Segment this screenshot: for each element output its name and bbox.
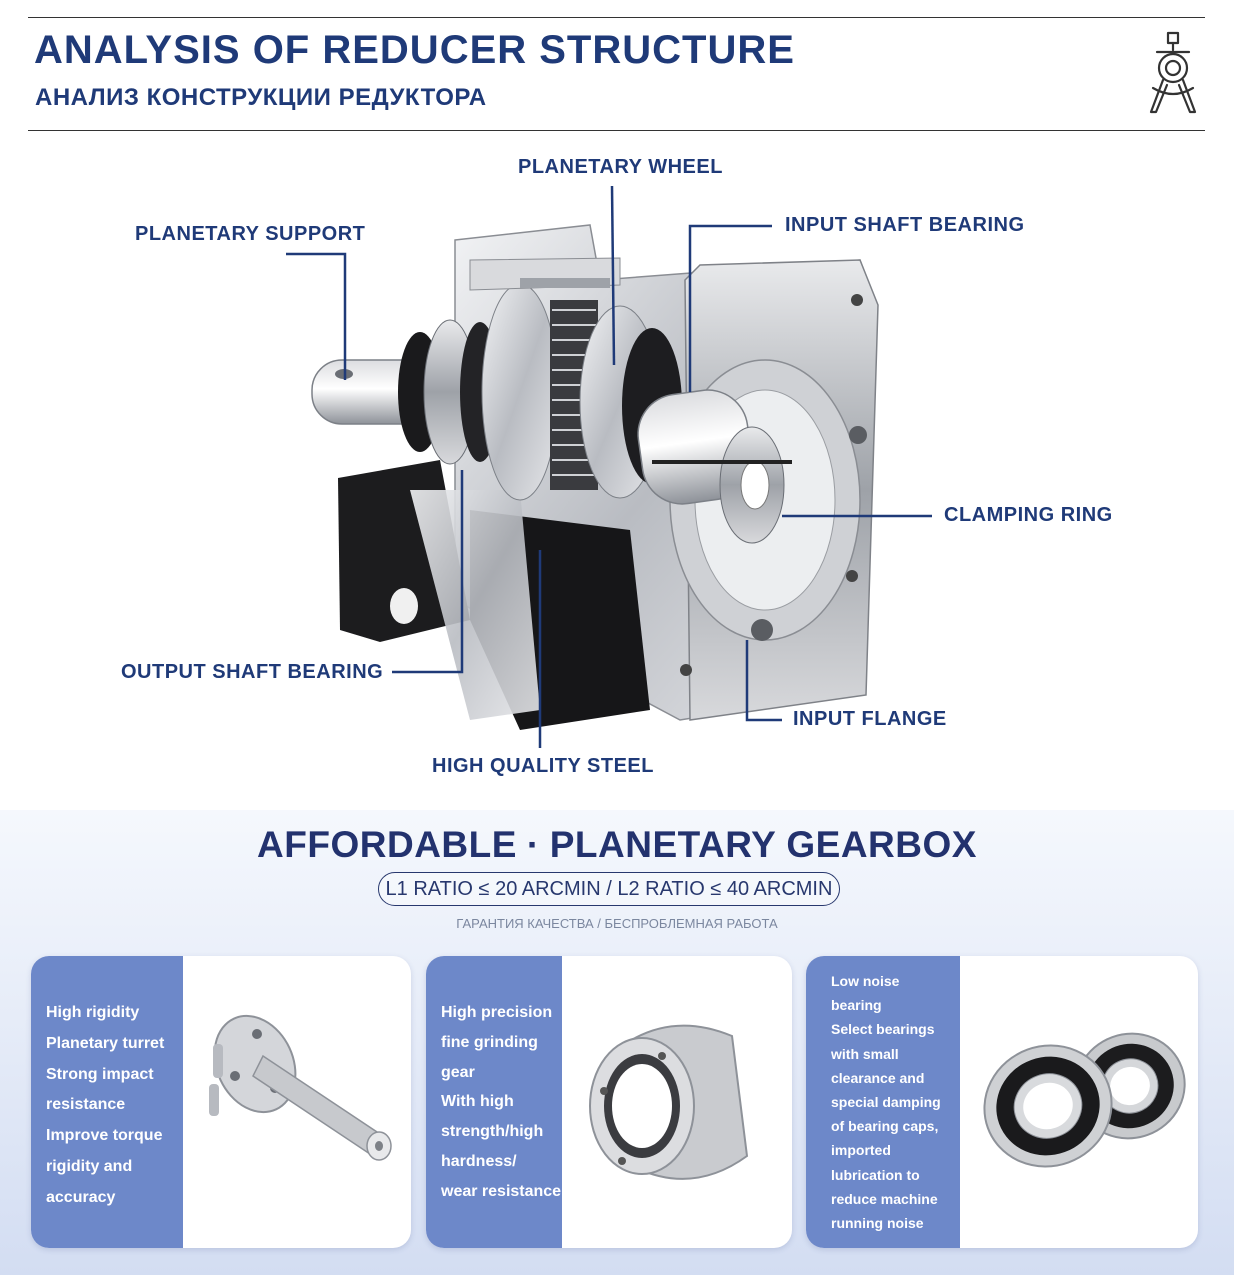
label-planetary-support: PLANETARY SUPPORT: [135, 223, 366, 245]
card-line: Select bearings: [831, 1021, 935, 1038]
card-text: Low noise bearing Select bearings with s…: [831, 969, 941, 1235]
card-line: High rigidity: [46, 1004, 140, 1021]
feature-card-bearing: Low noise bearing Select bearings with s…: [806, 956, 1198, 1248]
label-input-flange: INPUT FLANGE: [793, 708, 947, 730]
card-line: special damping: [831, 1094, 941, 1111]
card-line: reduce machine: [831, 1190, 938, 1207]
card-text: High precision fine grinding gear With h…: [441, 998, 561, 1207]
card-line: fine grinding: [441, 1033, 538, 1051]
label-planetary-wheel: PLANETARY WHEEL: [518, 156, 723, 178]
card-line: Planetary turret: [46, 1034, 165, 1052]
promo-section: AFFORDABLE·PLANETARY GEARBOX L1 RATIO ≤ …: [0, 810, 1234, 1275]
label-clamping-ring: CLAMPING RING: [944, 504, 1113, 526]
card-line: Strong impact: [46, 1065, 154, 1083]
card-line: hardness/: [441, 1152, 517, 1170]
card-line: accuracy: [46, 1188, 116, 1206]
card-line: wear resistance: [441, 1182, 562, 1200]
card-line: gear: [441, 1063, 475, 1081]
card-line: with small: [831, 1045, 899, 1062]
card-line: imported: [831, 1142, 891, 1159]
ring-gear-image: [589, 1024, 749, 1180]
card-line: rigidity and: [46, 1157, 133, 1175]
card-line: Improve torque: [46, 1127, 163, 1145]
label-output-shaft-bearing: OUTPUT SHAFT BEARING: [121, 661, 384, 683]
reducer-illustration: [286, 185, 932, 748]
card-line: of bearing caps,: [831, 1118, 939, 1135]
guarantee-text: ГАРАНТИЯ КАЧЕСТВА / БЕСПРОБЛЕМНАЯ РАБОТА: [456, 916, 778, 931]
feature-card-precision: High precision fine grinding gear With h…: [426, 956, 792, 1248]
card-line: bearing: [831, 997, 882, 1014]
page-title: ANALYSIS OF REDUCER STRUCTURE: [34, 28, 795, 72]
card-line: strength/high: [441, 1123, 544, 1141]
reducer-diagram: PLANETARY WHEEL PLANETARY SUPPORT INPUT …: [0, 130, 1234, 810]
card-line: lubrication to: [831, 1166, 920, 1183]
headline-left: AFFORDABLE: [257, 824, 517, 865]
header-bottom-rule: [28, 130, 1205, 131]
label-input-shaft-bearing: INPUT SHAFT BEARING: [785, 214, 1025, 236]
card-panel: [31, 956, 183, 1248]
card-text: High rigidity Planetary turret Strong im…: [46, 998, 164, 1214]
card-panel: [426, 956, 562, 1248]
card-line: resistance: [46, 1096, 126, 1114]
promo-headline: AFFORDABLE·PLANETARY GEARBOX: [0, 824, 1234, 866]
card-line: running noise: [831, 1215, 924, 1232]
label-high-quality-steel: HIGH QUALITY STEEL: [432, 755, 654, 777]
ratio-badge: L1 RATIO ≤ 20 ARCMIN / L2 RATIO ≤ 40 ARC…: [378, 872, 840, 906]
feature-card-rigidity: High rigidity Planetary turret Strong im…: [31, 956, 411, 1248]
card-line: With high: [441, 1093, 514, 1111]
planet-carrier-shaft-image: [209, 1014, 392, 1161]
headline-separator: ·: [526, 824, 540, 865]
card-line: High precision: [441, 1004, 553, 1021]
card-panel: [806, 956, 960, 1248]
headline-right: PLANETARY GEARBOX: [549, 824, 977, 865]
card-line: clearance and: [831, 1069, 925, 1086]
header-top-rule: [28, 17, 1205, 18]
ball-bearings-image: [983, 1032, 1186, 1168]
compass-icon: [1149, 31, 1197, 114]
card-line: Low noise: [831, 973, 900, 989]
page-subtitle: АНАЛИЗ КОНСТРУКЦИИ РЕДУКТОРА: [35, 84, 487, 111]
